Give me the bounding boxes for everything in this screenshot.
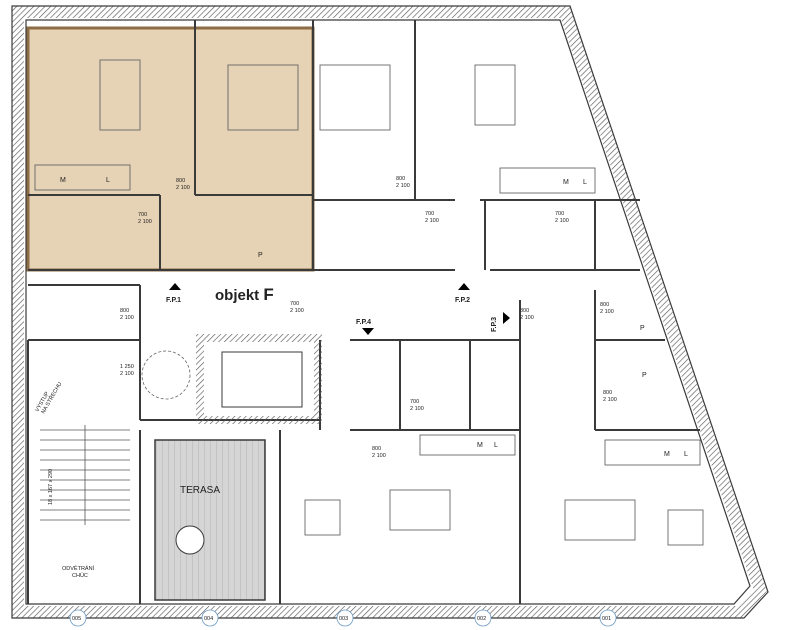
door-tag: 800 — [603, 390, 612, 396]
fire-point-markers — [169, 283, 510, 335]
door-tag: 2 100 — [120, 371, 134, 377]
fire-point-1: F.P.1 — [166, 297, 181, 304]
staircase — [40, 425, 130, 525]
fire-point-4: F.P.4 — [356, 319, 371, 326]
grid-mark: 003 — [339, 616, 348, 622]
door-tag: 2 100 — [410, 406, 424, 412]
door-tag: 800 — [396, 176, 405, 182]
grid-mark: 001 — [602, 616, 611, 622]
furniture — [34, 59, 704, 546]
interior-walls — [27, 20, 700, 604]
appliance-label: M — [477, 442, 483, 449]
grid-bubble — [474, 609, 492, 627]
terrace[interactable] — [154, 439, 266, 601]
door-tags: 800 2 100 700 2 100 800 2 100 700 2 100 … — [120, 176, 617, 459]
door-tag: 700 — [290, 301, 299, 307]
vent-label-2: CHÚC — [72, 572, 88, 579]
fire-point-2: F.P.2 — [455, 297, 470, 304]
door-tag: 2 100 — [520, 315, 534, 321]
door-tag: 700 — [555, 211, 564, 217]
door-tag: 2 100 — [555, 218, 569, 224]
object-title: objekt F — [215, 285, 274, 304]
grid-marks: 005 004 003 002 001 — [69, 609, 617, 627]
door-tag: 2 100 — [176, 185, 190, 191]
stair-dimension: 18 x 167 x 290 — [48, 469, 54, 505]
door-tag: 800 — [600, 302, 609, 308]
grid-bubble — [69, 609, 87, 627]
door-tag: 1 250 — [120, 364, 134, 370]
appliance-label: L — [494, 442, 498, 449]
appliance-label: P — [258, 252, 263, 259]
door-tag: 2 100 — [290, 308, 304, 314]
grid-mark: 005 — [72, 616, 81, 622]
door-tag: 2 100 — [372, 453, 386, 459]
terrace-label: TERASA — [180, 485, 220, 496]
grid-mark: 004 — [204, 616, 213, 622]
appliance-label: L — [106, 177, 110, 184]
door-tag: 2 100 — [600, 309, 614, 315]
door-tag: 800 — [520, 308, 529, 314]
grid-bubble — [336, 609, 354, 627]
door-tag: 700 — [410, 399, 419, 405]
terrace-table — [175, 525, 205, 555]
door-tag: 2 100 — [425, 218, 439, 224]
fire-point-arrow — [458, 283, 470, 290]
appliance-label: P — [642, 372, 647, 379]
appliance-label: P — [640, 325, 645, 332]
object-title-prefix: objekt — [215, 287, 259, 304]
door-tag: 800 — [120, 308, 129, 314]
grid-mark: 002 — [477, 616, 486, 622]
appliance-label: M — [563, 179, 569, 186]
grid-bubble — [201, 609, 219, 627]
appliance-labels: M L M L M L M L P P P — [60, 177, 688, 458]
exterior-walls — [11, 5, 769, 619]
door-tag: 700 — [425, 211, 434, 217]
elevator-shaft — [196, 334, 322, 424]
appliance-label: M — [664, 451, 670, 458]
door-tag: 2 100 — [603, 397, 617, 403]
door-tag: 2 100 — [138, 219, 152, 225]
object-title-letter: F — [263, 285, 273, 304]
fire-point-3: F.P.3 — [491, 317, 498, 332]
highlighted-apartment[interactable] — [26, 26, 315, 272]
door-tag: 2 100 — [120, 315, 134, 321]
fire-point-arrow — [503, 312, 510, 324]
grid-bubble — [599, 609, 617, 627]
turning-circle — [141, 350, 191, 400]
fire-point-arrow — [362, 328, 374, 335]
door-tag: 700 — [138, 212, 147, 218]
appliance-label: L — [583, 179, 587, 186]
appliance-label: L — [684, 451, 688, 458]
vent-label-1: ODVĚTRÁNÍ — [62, 564, 95, 572]
door-tag: 800 — [372, 446, 381, 452]
door-tag: 2 100 — [396, 183, 410, 189]
door-tag: 800 — [176, 178, 185, 184]
appliance-label: M — [60, 177, 66, 184]
fire-point-arrow — [169, 283, 181, 290]
